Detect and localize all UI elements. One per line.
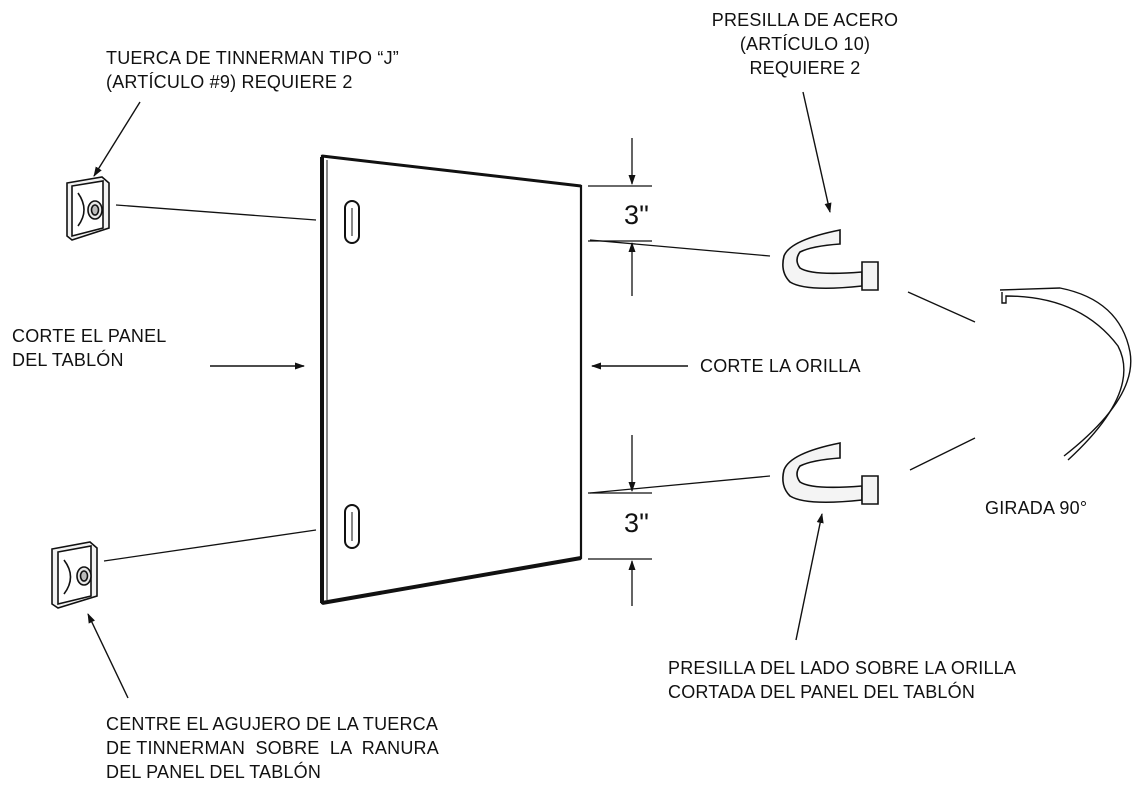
leader-clip-top [589, 239, 771, 257]
clip-side-label: PRESILLA DEL LADO SOBRE LA ORILLA CORTAD… [668, 658, 1017, 702]
dimension-bottom-label: 3" [624, 508, 650, 538]
arrow-center-hole [87, 613, 129, 699]
dimension-bottom [588, 435, 652, 606]
arrow-nut-label [93, 101, 141, 177]
arrow-clip-side [795, 513, 824, 641]
panel [320, 154, 583, 605]
arrow-clip-label [802, 91, 832, 213]
cut-panel-label: CORTE EL PANEL DEL TABLÓN [12, 326, 167, 370]
tinnerman-nut-top [66, 176, 110, 241]
steel-clip-bottom [782, 442, 879, 505]
tinnerman-nut-bottom [51, 541, 98, 609]
panel-slot-bottom [344, 504, 360, 549]
rotated-clip-profile [999, 287, 1132, 461]
cut-edge-label: CORTE LA ORILLA [700, 356, 861, 376]
dimension-top-label: 3" [624, 200, 650, 230]
leader-profile-top [907, 291, 976, 323]
rotated-label: GIRADA 90° [985, 498, 1088, 518]
dimension-top [588, 138, 652, 296]
steel-clip-top [782, 229, 879, 291]
leader-nut-bottom [103, 529, 317, 562]
tinnerman-nut-label: TUERCA DE TINNERMAN TIPO “J” (ARTÍCULO #… [106, 48, 399, 92]
steel-clip-label: PRESILLA DE ACERO (ARTÍCULO 10) REQUIERE… [711, 10, 899, 78]
center-hole-label: CENTRE EL AGUJERO DE LA TUERCA DE TINNER… [106, 714, 439, 782]
panel-slot-top [344, 200, 360, 244]
leader-nut-top [115, 204, 317, 221]
leader-clip-bottom [589, 475, 771, 494]
leader-profile-bottom [909, 437, 976, 471]
